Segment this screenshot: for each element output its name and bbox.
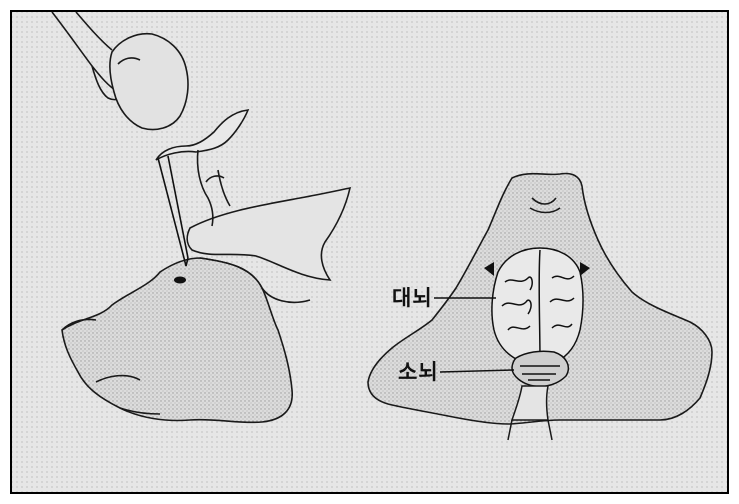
cerebrum-drawing xyxy=(492,248,583,365)
cerebrum-label: 대뇌 xyxy=(392,288,433,309)
cerebellum-label: 소뇌 xyxy=(398,362,439,383)
incision-mark xyxy=(174,277,186,284)
cerebellum-drawing xyxy=(512,351,568,386)
